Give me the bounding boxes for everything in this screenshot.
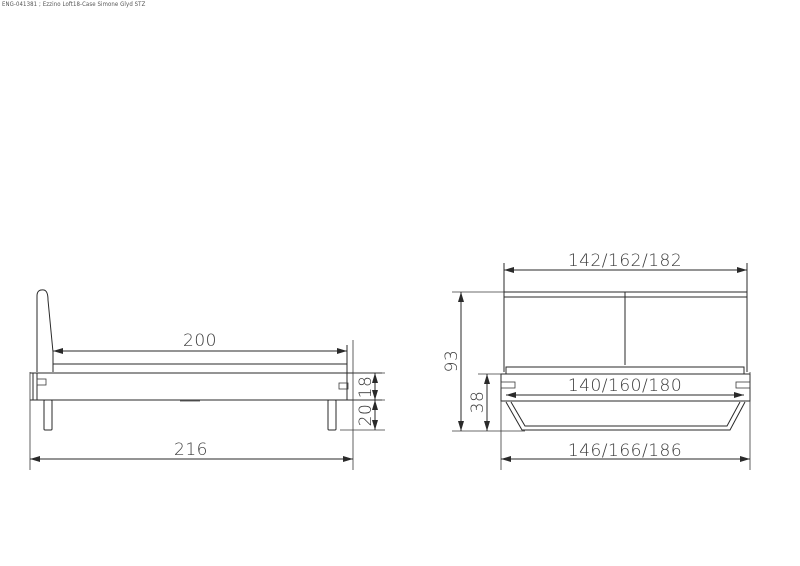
dim-38-label: 38	[468, 391, 488, 414]
dim-146-label: 146/166/186	[568, 441, 682, 461]
fitting-left	[36, 378, 47, 386]
side-view: 200 216 18 20	[29, 289, 385, 470]
front-view: 142/162/182 140/160/180 146/166/186 93 3…	[442, 251, 751, 470]
dim-93-label: 93	[442, 350, 462, 373]
dim-200-label: 200	[183, 331, 217, 351]
fitting-front-right	[735, 381, 751, 389]
leg-left	[43, 399, 53, 431]
headboard-side	[36, 289, 54, 372]
dim-142-label: 142/162/182	[568, 251, 682, 271]
base-outer	[505, 401, 746, 431]
drawing-header: ENG-041381 ; Ezzino Loft18-Case Simone G…	[2, 1, 146, 8]
dim-18-label: 18	[356, 376, 376, 399]
dim-140-label: 140/160/180	[568, 376, 682, 396]
fitting-right	[338, 382, 349, 390]
dim-216-label: 216	[174, 440, 208, 460]
leg-right	[327, 399, 337, 431]
mattress-front	[505, 366, 745, 374]
dim-20-label: 20	[356, 404, 376, 427]
fitting-front-left	[500, 381, 516, 389]
base-inner	[510, 401, 741, 427]
